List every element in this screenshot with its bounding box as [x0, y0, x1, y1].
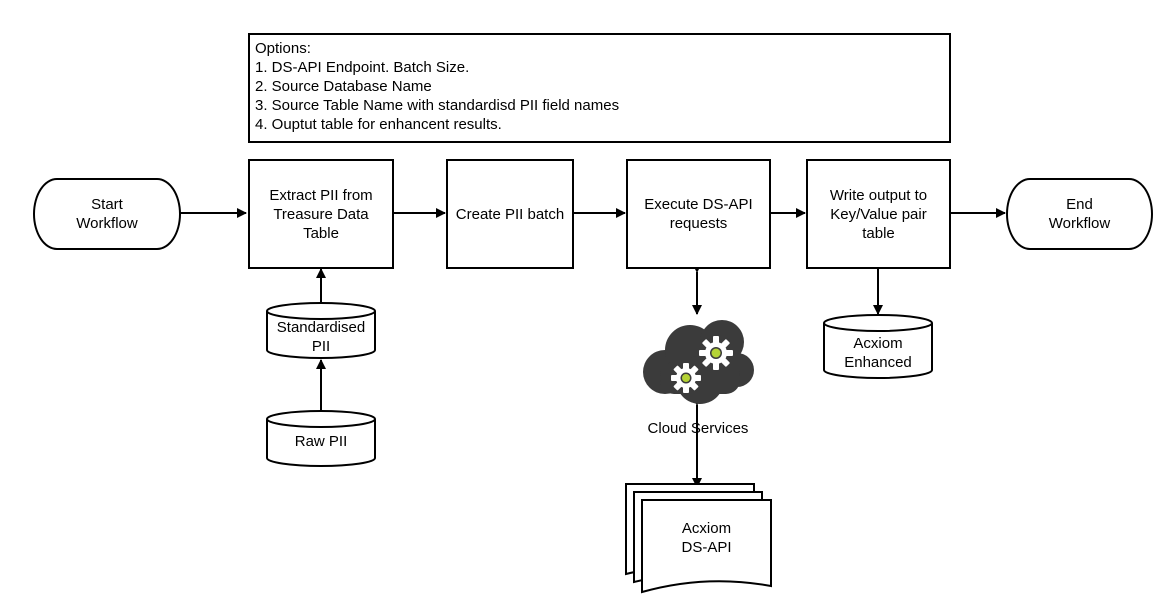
options-panel: Options: 1. DS-API Endpoint. Batch Size.…	[248, 33, 951, 143]
extract-pii-node: Extract PII from Treasure Data Table	[248, 159, 394, 269]
option-item: 1. DS-API Endpoint. Batch Size.	[255, 59, 470, 76]
execute-dsapi-node: Execute DS-API requests	[626, 159, 771, 269]
raw-pii-label: Raw PII	[294, 433, 348, 450]
write-output-node: Write output to Key/Value pair table	[806, 159, 951, 269]
acxiom-enhanced-cylinder	[823, 314, 933, 379]
gear-icon-large	[699, 336, 733, 370]
option-item: 3. Source Table Name with standardisd PI…	[255, 97, 620, 114]
create-pii-batch-node: Create PII batch	[446, 159, 574, 269]
cloud-services-icon	[643, 320, 754, 404]
acxiom-dsapi-documents	[625, 483, 772, 594]
acxiom-dsapi-label: Acxiom DS-API	[681, 520, 732, 556]
acxiom-enhanced-label: Acxiom Enhanced	[844, 335, 912, 371]
gear-icon-small	[671, 363, 701, 393]
start-workflow-node: Start Workflow	[33, 178, 181, 250]
option-item: 2. Source Database Name	[255, 78, 432, 95]
cloud-services-label: Cloud Services	[647, 420, 749, 437]
standardised-pii-cylinder	[266, 302, 376, 359]
raw-pii-cylinder	[266, 410, 376, 467]
standardised-pii-label: Standardised PII	[276, 319, 366, 355]
end-workflow-node: End Workflow	[1006, 178, 1153, 250]
options-title: Options:	[255, 40, 311, 57]
option-item: 4. Ouptut table for enhancent results.	[255, 116, 502, 133]
